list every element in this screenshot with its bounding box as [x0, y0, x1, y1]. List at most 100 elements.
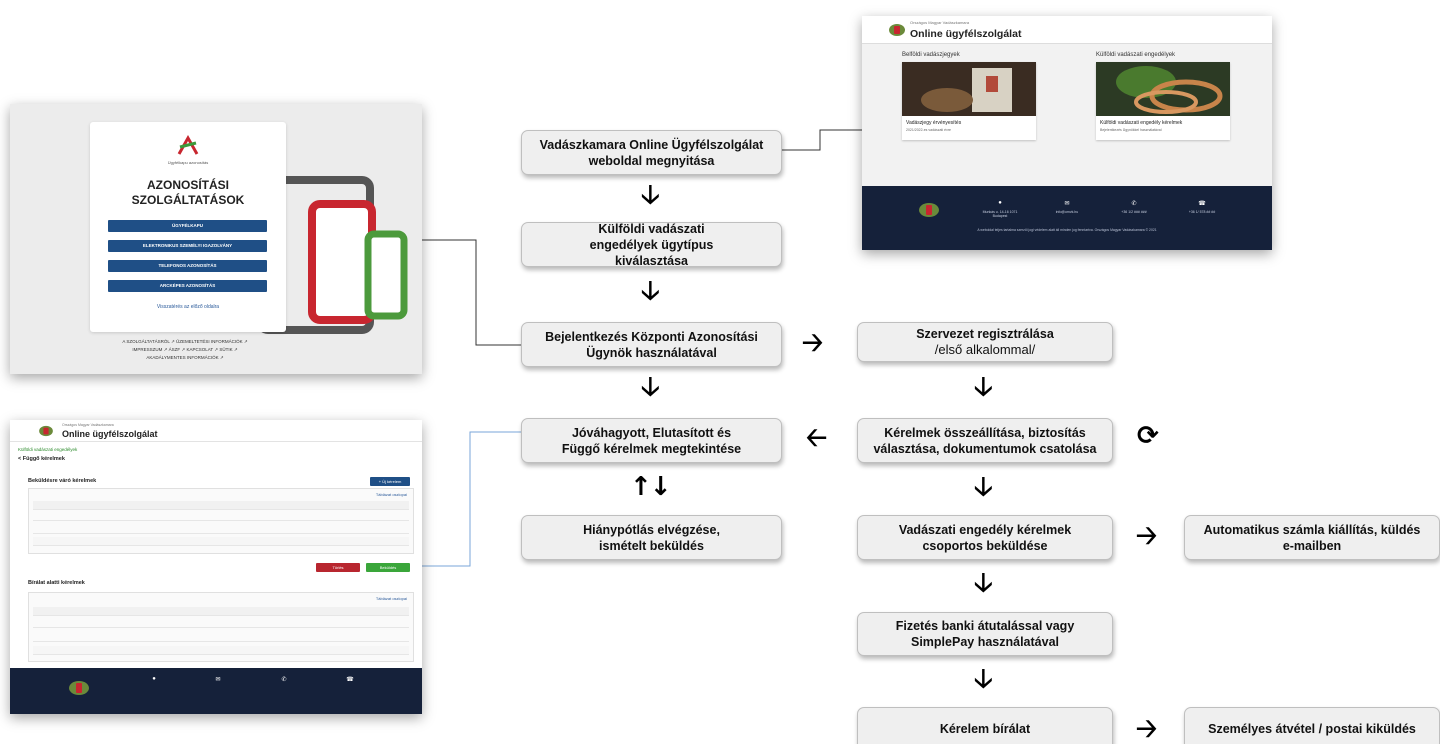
- step-open-site: Vadászkamara Online Ügyfélszolgálat webo…: [521, 130, 782, 175]
- step-view-requests: Jóváhagyott, Elutasított és Függő kérelm…: [521, 418, 782, 463]
- applications-screenshot: Országos Magyar Vadászkamara Online ügyf…: [10, 420, 422, 714]
- pending-section-title: Beküldésre váró kérelmek: [28, 478, 97, 484]
- site-header: Országos Magyar Vadászkamara Online ügyf…: [862, 16, 1272, 44]
- review-section-title: Bírálat alatti kérelmek: [28, 580, 85, 586]
- footer-fax: +36 1/ 578 ## ##: [1188, 210, 1216, 214]
- login-footer-links-2[interactable]: IMPRESSZUM ↗ ÁSZF ↗ KAPCSOLAT ↗ SÜTIK ↗: [132, 347, 238, 352]
- card-foreign-license[interactable]: Külföldi vadászati engedély kérelmek Bej…: [1096, 62, 1230, 140]
- step-compile-requests: Kérelmek összeállítása, biztosítás válas…: [857, 418, 1113, 463]
- review-table: Táblázat oszlopai: [28, 592, 414, 662]
- footer-note: A weboldal teljes tartalma szerzői jogi …: [977, 228, 1157, 232]
- step-compile-requests-label: Kérelmek összeállítása, biztosítás válas…: [873, 425, 1097, 456]
- arrow-down-icon: 🡣: [974, 472, 993, 502]
- section-foreign-label: Külföldi vadászati engedélyek: [1096, 52, 1176, 58]
- table-header-row: [33, 501, 409, 510]
- arrow-left-icon: 🡠: [806, 423, 828, 453]
- step-register-org-sub: /első alkalommal/: [934, 342, 1036, 357]
- phone-icon: ✆: [1131, 201, 1137, 207]
- table-row[interactable]: [33, 633, 409, 642]
- connector-site-screenshot: [782, 129, 862, 151]
- apps-header: Országos Magyar Vadászkamara Online ügyf…: [10, 420, 422, 442]
- new-request-button[interactable]: + Új kérelem: [370, 477, 410, 486]
- step-register-org-title: Szervezet regisztrálása: [916, 327, 1054, 341]
- step-payment: Fizetés banki átutalással vagy SimplePay…: [857, 612, 1113, 656]
- site-screenshot: Országos Magyar Vadászkamara Online ügyf…: [862, 16, 1272, 250]
- step-view-requests-label: Jóváhagyott, Elutasított és Függő kérelm…: [561, 425, 742, 456]
- arrow-down-icon: 🡣: [641, 180, 660, 210]
- step-auto-invoice-label: Automatikus számla kiállítás, küldés e-m…: [1203, 522, 1421, 553]
- ugyfelkapu-logo-icon: [177, 134, 199, 155]
- site-footer: ● Munkás u. 14-16 1071 Budapest ✉ info@o…: [862, 186, 1272, 250]
- arrow-down-icon: 🡣: [974, 372, 993, 402]
- arrow-down-icon: 🡣: [641, 372, 660, 402]
- table-row[interactable]: [33, 646, 409, 655]
- footer-phone[interactable]: +36 1/2 ### ###: [1121, 210, 1147, 214]
- chamber-logo-icon: [39, 425, 53, 437]
- arrow-down-icon: 🡣: [974, 664, 993, 694]
- connector-login-screenshot: [422, 239, 521, 346]
- table-settings-link[interactable]: Táblázat oszlopai: [375, 492, 407, 497]
- card-domestic-image: [902, 62, 1036, 116]
- delete-button[interactable]: Törlés: [316, 563, 360, 572]
- site-brand[interactable]: Online ügyfélszolgálat: [910, 28, 1022, 40]
- ugyfelkapu-button[interactable]: ÜGYFÉLKAPU: [108, 220, 267, 232]
- login-screenshot: Ügyfélkapu azonosítás AZONOSÍTÁSI SZOLGÁ…: [10, 104, 422, 374]
- login-footer-links-3[interactable]: AKADÁLYMENTES INFORMÁCIÓK ↗: [146, 355, 224, 360]
- phone-auth-button[interactable]: TELEFONOS AZONOSÍTÁS: [108, 260, 267, 272]
- table-row[interactable]: [33, 525, 409, 534]
- face-auth-button[interactable]: ARCKÉPES AZONOSÍTÁS: [108, 280, 267, 292]
- arrow-down-icon: 🡣: [641, 276, 660, 306]
- footer-address: Munkás u. 14-16 1071 Budapest: [982, 210, 1018, 218]
- card-domestic-license[interactable]: Vadászjegy érvényesítés 2021/2022-es vad…: [902, 62, 1036, 140]
- sync-icon: ⟳: [1137, 421, 1159, 451]
- breadcrumb[interactable]: Külföldi vadászati engedélyek: [18, 447, 78, 452]
- step-auto-invoice: Automatikus számla kiállítás, küldés e-m…: [1184, 515, 1440, 560]
- footer-logo-icon: [69, 681, 89, 695]
- step-select-type: Külföldi vadászati engedélyek ügytípus k…: [521, 221, 782, 268]
- back-link[interactable]: < Függő kérelmek: [18, 456, 65, 462]
- mail-icon: ✉: [1064, 201, 1070, 207]
- pending-table: Táblázat oszlopai: [28, 488, 414, 554]
- eszig-button[interactable]: ELEKTRONIKUS SZEMÉLYI IGAZOLVÁNY: [108, 240, 267, 252]
- arrow-right-icon: 🡢: [1136, 521, 1158, 551]
- step-supplement-label: Hiánypótlás elvégzése, ismételt beküldés: [583, 522, 720, 553]
- card-foreign-title: Külföldi vadászati engedély kérelmek: [1100, 120, 1183, 126]
- table-settings-link[interactable]: Táblázat oszlopai: [375, 596, 407, 601]
- step-batch-submit: Vadászati engedély kérelmek csoportos be…: [857, 515, 1113, 560]
- step-review-label: Kérelem bírálat: [939, 722, 1031, 736]
- apps-brand-small: Országos Magyar Vadászkamara: [62, 423, 114, 427]
- site-brand-small: Országos Magyar Vadászkamara: [910, 20, 970, 25]
- table-filter-row[interactable]: [33, 512, 409, 521]
- fax-icon: ☎: [1198, 201, 1206, 207]
- mail-icon: ✉: [215, 677, 221, 683]
- arrow-down-icon: 🡣: [974, 568, 993, 598]
- table-row[interactable]: [33, 537, 409, 546]
- back-link[interactable]: Visszatérés az előző oldalra: [156, 304, 220, 310]
- step-delivery-label: Személyes átvétel / postai kiküldés: [1208, 722, 1416, 736]
- chamber-logo-icon: [889, 24, 905, 36]
- apps-brand[interactable]: Online ügyfélszolgálat: [62, 429, 158, 439]
- footer-logo-icon: [919, 203, 939, 217]
- section-domestic-label: Belföldi vadászjegyek: [902, 52, 960, 58]
- arrow-updown-icon: ↑↓: [630, 472, 672, 502]
- arrow-right-icon: 🡢: [802, 328, 824, 358]
- login-footer-links-1[interactable]: A SZOLGÁLTATÁSRÓL ↗ ÜZEMELTETÉSI INFORMÁ…: [122, 339, 248, 344]
- step-select-type-label: Külföldi vadászati engedélyek ügytípus k…: [589, 221, 714, 268]
- step-register-org: Szervezet regisztrálása /első alkalommal…: [857, 322, 1113, 362]
- step-open-site-label: Vadászkamara Online Ügyfélszolgálat webo…: [539, 137, 764, 168]
- table-filter-row[interactable]: [33, 619, 409, 628]
- login-card: Ügyfélkapu azonosítás AZONOSÍTÁSI SZOLGÁ…: [90, 122, 286, 332]
- location-icon: ●: [998, 200, 1002, 206]
- apps-footer: ● ✉ ✆ ☎: [10, 668, 422, 714]
- step-review: Kérelem bírálat: [857, 707, 1113, 744]
- fax-icon: ☎: [346, 677, 354, 683]
- step-payment-label: Fizetés banki átutalással vagy SimplePay…: [895, 619, 1075, 649]
- location-icon: ●: [152, 676, 156, 682]
- card-foreign-image: [1096, 62, 1230, 116]
- submit-button[interactable]: Beküldés: [366, 563, 410, 572]
- footer-email[interactable]: info@omvk.hu: [1055, 210, 1079, 214]
- step-batch-submit-label: Vadászati engedély kérelmek csoportos be…: [898, 522, 1072, 553]
- step-login-label: Bejelentkezés Központi Azonosítási Ügynö…: [545, 329, 758, 360]
- step-login: Bejelentkezés Központi Azonosítási Ügynö…: [521, 322, 782, 367]
- arrow-right-icon: 🡢: [1136, 714, 1158, 744]
